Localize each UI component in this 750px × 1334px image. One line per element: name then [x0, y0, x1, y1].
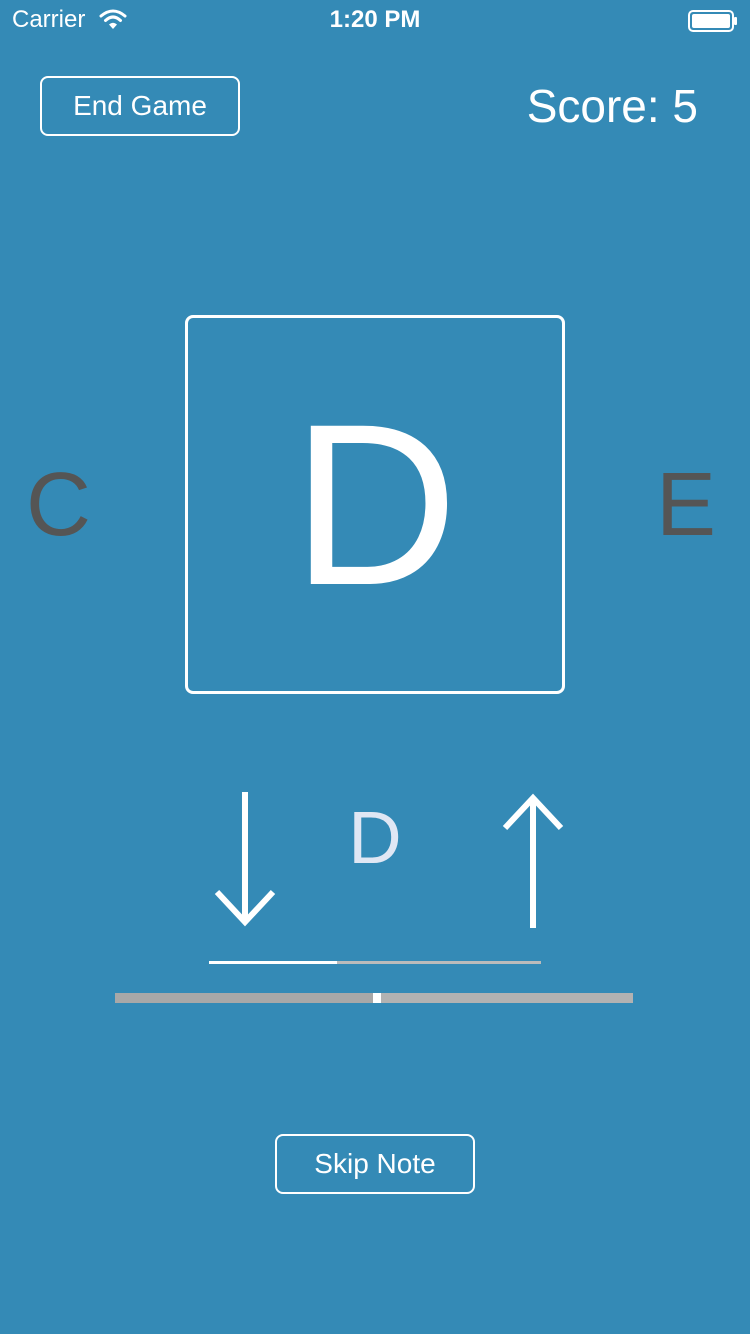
down-arrow-icon [212, 790, 278, 930]
current-note-box: D [185, 315, 565, 694]
tuning-marker [372, 993, 381, 1003]
next-note: E [656, 455, 717, 555]
status-bar: Carrier 1:20 PM [0, 0, 750, 40]
status-time: 1:20 PM [329, 6, 421, 33]
detected-note: D [348, 796, 402, 879]
hold-progress-bar [209, 961, 541, 964]
battery-icon [688, 10, 738, 32]
previous-note: C [26, 455, 91, 555]
up-arrow-icon [500, 790, 566, 930]
end-game-button[interactable]: End Game [40, 76, 240, 136]
carrier-label: Carrier [12, 6, 86, 33]
tuning-meter [115, 993, 633, 1003]
tuning-meter-left [115, 993, 377, 1003]
skip-note-button[interactable]: Skip Note [275, 1134, 475, 1194]
score-label: Score: 5 [526, 80, 698, 132]
current-note: D [291, 376, 459, 633]
wifi-icon [98, 8, 128, 32]
hold-progress-fill [209, 961, 337, 964]
